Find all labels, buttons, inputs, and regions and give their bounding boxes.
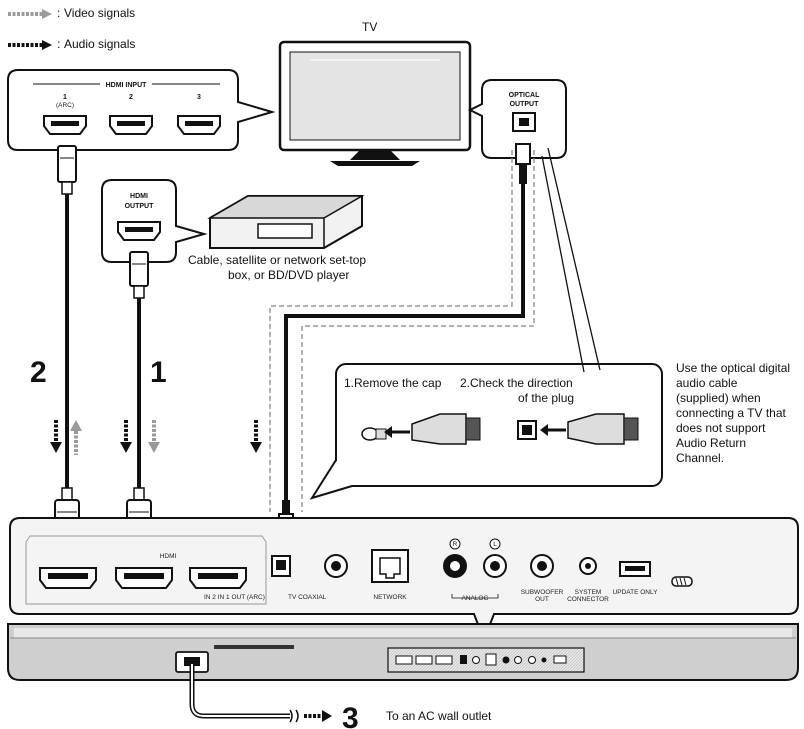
hdmi-port-3-label: 3 <box>197 94 201 101</box>
hdmi-output-line1: HDMI <box>130 193 148 200</box>
panel-in-out-labels: IN 2 IN 1 OUT (ARC) <box>204 594 265 601</box>
panel-hdmi-in2-port <box>39 567 97 589</box>
optical-instructions-callout: 1.Remove the cap 2.Check the direction o… <box>309 363 663 500</box>
hdmi-cable-2 <box>54 145 80 533</box>
rear-panel: HDMI IN 2 IN 1 OUT (ARC) TV COAXIAL <box>9 517 799 643</box>
legend: : Video signals : Audio signals <box>8 6 135 51</box>
source-caption-line1: Cable, satellite or network set-top <box>188 253 366 267</box>
panel-subwoofer-port <box>530 554 554 578</box>
step-number-3: 3 <box>342 702 359 729</box>
panel-subwoofer-label-2: OUT <box>535 596 549 603</box>
power-arrow-icon <box>304 710 332 722</box>
legend-colon-video: : <box>57 6 60 20</box>
ac-outlet-label: To an AC wall outlet <box>386 709 492 723</box>
panel-system-connector-port <box>579 557 597 575</box>
panel-network-port <box>371 549 409 583</box>
optical-step2: 2.Check the direction <box>460 376 573 390</box>
panel-l-label: L <box>493 541 497 548</box>
hdmi-port-2 <box>109 115 153 135</box>
source-caption-line2: box, or BD/DVD player <box>228 268 349 282</box>
optical-output-line2: OUTPUT <box>510 101 540 108</box>
hdmi-port-1-label: 1 <box>63 94 67 101</box>
optical-output-line1: OPTICAL <box>509 92 540 99</box>
panel-update-usb-port <box>619 561 651 577</box>
optical-step1: 1.Remove the cap <box>344 376 442 390</box>
remove-cap-illustration <box>361 413 481 445</box>
panel-hdmi-in1-port <box>115 567 173 589</box>
set-top-box-icon <box>207 195 365 249</box>
power-cable <box>189 664 299 723</box>
panel-coaxial-port <box>324 554 348 578</box>
hdmi-cable-1 <box>126 251 152 533</box>
audio-arrow-down-left <box>50 420 62 453</box>
panel-update-label: UPDATE ONLY <box>613 589 659 596</box>
note-line-6: Audio Return <box>676 436 746 450</box>
sound-bar-icon <box>7 623 799 681</box>
panel-hdmi-label: HDMI <box>160 553 177 560</box>
hdmi-input-title: HDMI INPUT <box>106 82 148 89</box>
panel-screw-icon <box>671 576 693 587</box>
tv-label: TV <box>362 20 377 34</box>
hdmi-port-1 <box>43 115 87 135</box>
legend-audio-label: Audio signals <box>64 37 135 51</box>
plug-direction-illustration <box>517 413 639 445</box>
panel-tv-optical-port <box>271 555 291 577</box>
note-line-7: Channel. <box>676 451 724 465</box>
audio-arrow-down-mid <box>120 420 132 453</box>
hdmi-output-line2: OUTPUT <box>125 203 155 210</box>
note-line-5: does not support <box>676 421 766 435</box>
tv-icon <box>278 40 472 166</box>
tv-hdmi-input-callout: HDMI INPUT 1 (ARC) 2 3 <box>7 69 276 151</box>
audio-signal-legend-icon <box>8 40 52 50</box>
optical-note: Use the optical digital audio cable (sup… <box>676 361 790 465</box>
panel-network-label: NETWORK <box>373 594 407 601</box>
audio-arrow-down-right <box>250 420 262 453</box>
legend-video-label: Video signals <box>64 6 135 20</box>
tv-optical-output-callout: OPTICAL OUTPUT <box>467 79 567 159</box>
panel-analog-r-port <box>443 554 467 578</box>
panel-analog-l-port <box>483 554 507 578</box>
optical-cable-dashed-alt <box>269 150 535 512</box>
step-number-1: 1 <box>150 356 167 389</box>
video-arrow-up-left <box>70 420 82 455</box>
source-hdmi-port <box>117 221 161 241</box>
video-signal-legend-icon <box>8 9 52 19</box>
panel-tv-coaxial-label: TV COAXIAL <box>288 594 327 601</box>
arc-tag: (ARC) <box>56 102 74 109</box>
panel-system-label-1: SYSTEM <box>575 589 602 596</box>
note-line-3: (supplied) when <box>676 391 761 405</box>
hdmi-port-3 <box>177 115 221 135</box>
note-line-4: connecting a TV that <box>676 406 787 420</box>
panel-system-label-2: CONNECTOR <box>567 596 609 603</box>
source-hdmi-output-callout: HDMI OUTPUT <box>101 179 208 263</box>
panel-subwoofer-label-1: SUBWOOFER <box>521 589 564 596</box>
note-line-1: Use the optical digital <box>676 361 790 375</box>
note-line-2: audio cable <box>676 376 738 390</box>
note-pointer <box>541 147 601 373</box>
step-number-2: 2 <box>30 356 47 389</box>
panel-hdmi-out-arc-port <box>189 567 247 589</box>
video-arrow-down-mid <box>148 420 160 453</box>
legend-colon-audio: : <box>57 37 60 51</box>
panel-analog-label: ANALOG <box>461 595 488 602</box>
panel-r-label: R <box>453 541 458 548</box>
hdmi-port-2-label: 2 <box>129 94 133 101</box>
optical-step2-cont: of the plug <box>518 391 574 405</box>
